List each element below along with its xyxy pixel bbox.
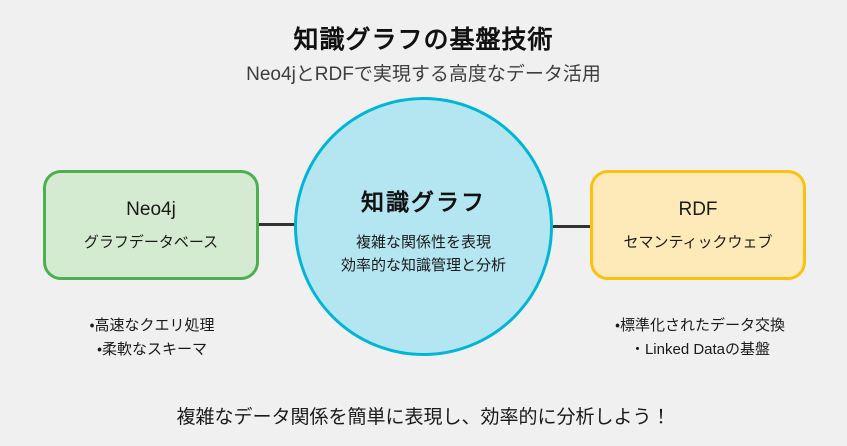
footer-message: 複雑なデータ関係を簡単に表現し、効率的に分析しよう！ xyxy=(176,407,671,428)
neo4j-feature-list: ・高速なクエリ処理 ・柔軟なスキーマ xyxy=(32,314,272,362)
page-title: 知識グラフの基盤技術 xyxy=(293,26,554,54)
feature-item: ・高速なクエリ処理 xyxy=(89,317,215,334)
node-neo4j-title: Neo4j xyxy=(126,198,176,220)
node-neo4j: Neo4j グラフデータベース xyxy=(43,170,259,280)
feature-item: ・標準化されたデータ交換 xyxy=(614,317,786,334)
node-knowledge-graph: 知識グラフ 複雑な関係性を表現 効率的な知識管理と分析 xyxy=(294,97,553,356)
node-knowledge-graph-line: 複雑な関係性を表現 xyxy=(355,233,491,251)
feature-item: ・Linked Dataの基盤 xyxy=(629,341,771,358)
node-rdf-title: RDF xyxy=(678,198,718,220)
rdf-feature-list: ・標準化されたデータ交換 ・Linked Dataの基盤 xyxy=(580,314,820,362)
node-neo4j-subtitle: グラフデータベース xyxy=(83,233,219,251)
node-knowledge-graph-title: 知識グラフ xyxy=(361,188,486,215)
connector-neo4j-to-center xyxy=(259,223,295,226)
node-rdf: RDF セマンティックウェブ xyxy=(590,170,806,280)
connector-center-to-rdf xyxy=(553,225,591,228)
node-rdf-subtitle: セマンティックウェブ xyxy=(623,233,773,251)
page-subtitle: Neo4jとRDFで実現する高度なデータ活用 xyxy=(246,64,601,85)
node-knowledge-graph-line: 効率的な知識管理と分析 xyxy=(340,256,506,274)
feature-item: ・柔軟なスキーマ xyxy=(96,341,208,358)
